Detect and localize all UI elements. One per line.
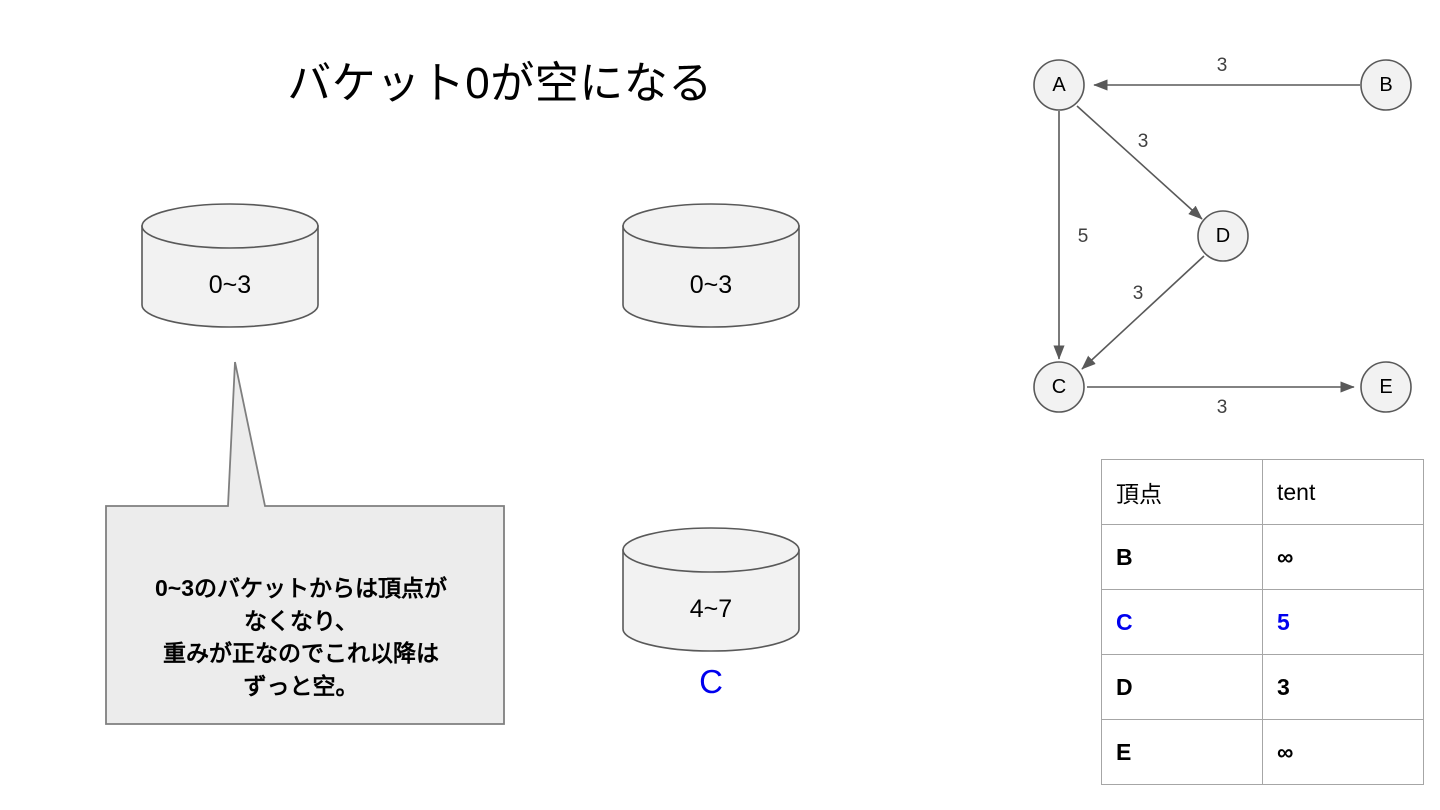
- graph-node-label-d: D: [1215, 225, 1231, 247]
- graph-node-e: [1360, 361, 1412, 413]
- graph-diagram: A B C D E 3 3 5 3 3: [1010, 40, 1430, 440]
- graph-node-label-a: A: [1052, 74, 1066, 96]
- table-cell-vertex: D: [1101, 654, 1263, 720]
- page-title: バケット0が空になる: [287, 59, 713, 108]
- edge-weight-d-c: 3: [1132, 283, 1144, 304]
- bucket-mid-4-7: 4~7: [622, 527, 800, 652]
- callout-text: 0~3のバケットからは頂点が なくなり、 重みが正なのでこれ以降は ずっと空。: [154, 575, 447, 699]
- bucket-vertex-chip-c: C: [699, 663, 723, 700]
- tent-table: 頂点 tent B ∞ C 5 D 3 E ∞: [1101, 459, 1424, 785]
- table-cell-tent: 5: [1262, 589, 1424, 655]
- table-header-row: 頂点 tent: [1101, 459, 1424, 525]
- table-row: C 5: [1101, 589, 1424, 655]
- graph-node-b: [1360, 59, 1412, 111]
- table-header-tent: tent: [1262, 459, 1424, 525]
- graph-node-label-e: E: [1379, 376, 1393, 398]
- graph-node-label-c: C: [1051, 376, 1067, 398]
- bucket-left-0-3: 0~3: [141, 203, 319, 328]
- table-row: D 3: [1101, 654, 1424, 720]
- graph-node-a: [1033, 59, 1085, 111]
- table-row: E ∞: [1101, 719, 1424, 785]
- edge-weight-c-e: 3: [1216, 397, 1228, 418]
- table-cell-tent: ∞: [1262, 719, 1424, 785]
- cylinder-shape: [622, 527, 800, 652]
- graph-node-c: [1033, 361, 1085, 413]
- table-cell-tent: ∞: [1262, 524, 1424, 590]
- graph-node-d: [1197, 210, 1249, 262]
- cylinder-shape: [141, 203, 319, 328]
- table-cell-vertex: B: [1101, 524, 1263, 590]
- table-cell-vertex: E: [1101, 719, 1263, 785]
- graph-svg: [1033, 59, 1412, 413]
- cylinder-shape: [622, 203, 800, 328]
- table-cell-tent: 3: [1262, 654, 1424, 720]
- edge-a-d: [1076, 105, 1203, 220]
- edge-weight-b-a: 3: [1216, 55, 1228, 76]
- table-cell-vertex: C: [1101, 589, 1263, 655]
- table-row: B ∞: [1101, 524, 1424, 590]
- table-header-vertex: 頂点: [1101, 459, 1263, 525]
- edge-weight-a-d: 3: [1137, 131, 1149, 152]
- edge-weight-a-c: 5: [1077, 226, 1089, 247]
- edge-d-c: [1081, 255, 1205, 370]
- bucket-mid-0-3: 0~3: [622, 203, 800, 328]
- callout-shape: [100, 352, 510, 737]
- graph-node-label-b: B: [1379, 74, 1393, 96]
- callout-outline: [105, 361, 505, 725]
